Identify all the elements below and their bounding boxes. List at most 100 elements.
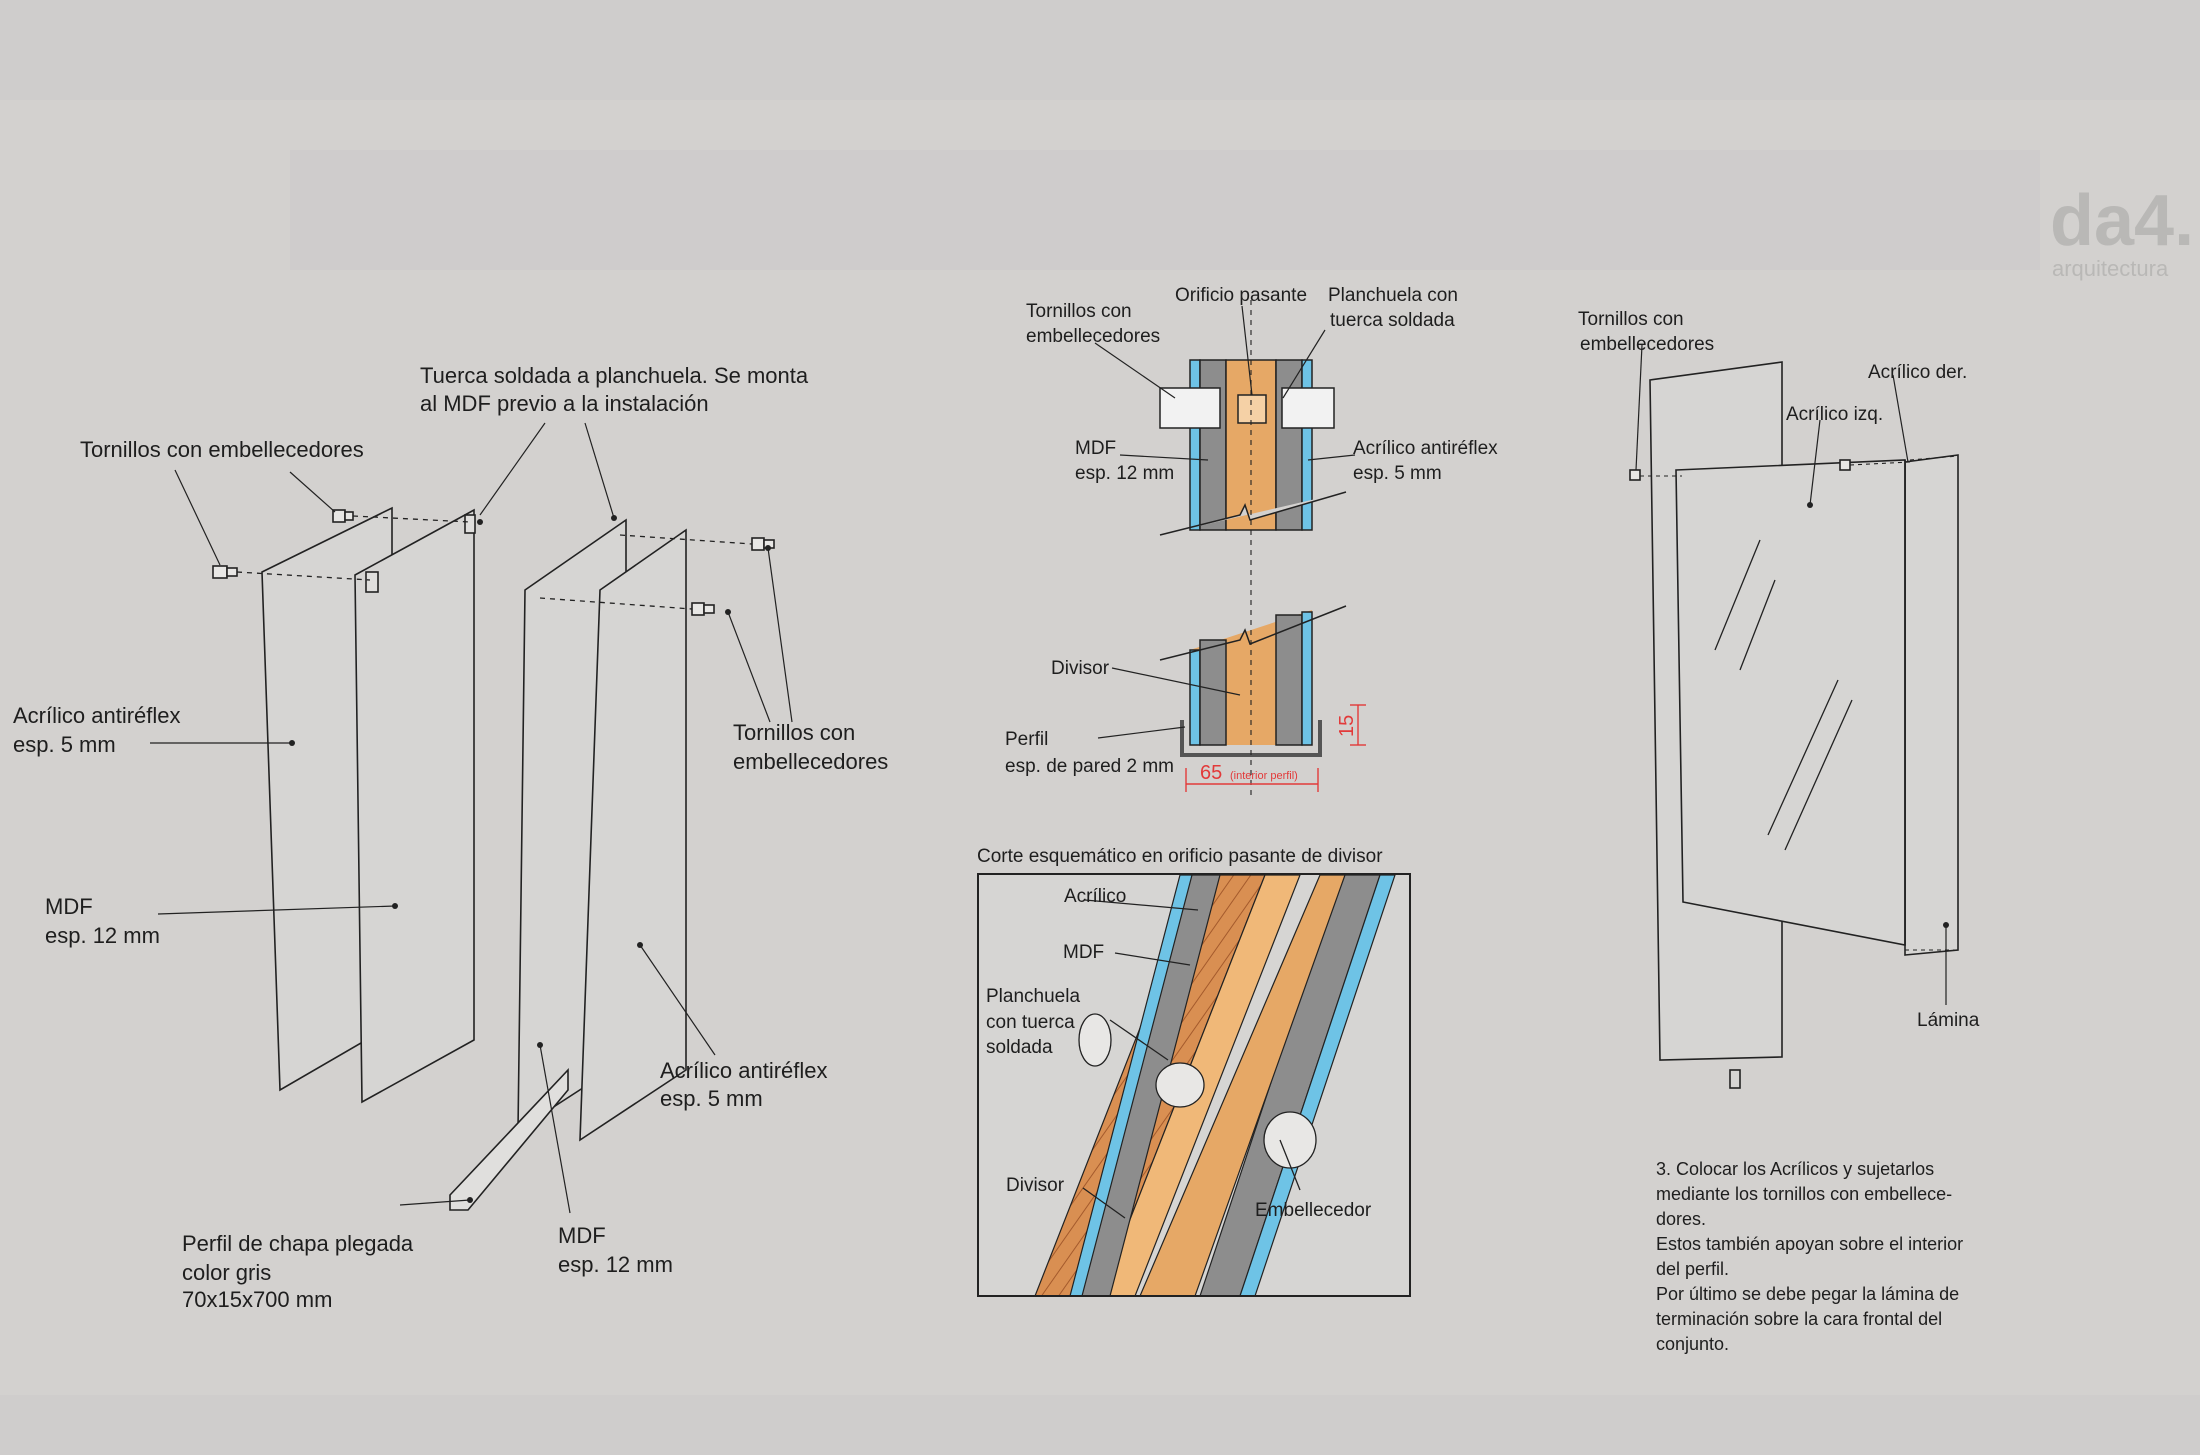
svg-text:Perfil de chapa plegada: Perfil de chapa plegada [182, 1231, 414, 1256]
dimension-width-note: (interior perfil) [1230, 770, 1298, 782]
svg-text:esp. 5 mm: esp. 5 mm [13, 732, 116, 757]
mdf-left-line2: esp. 12 mm [45, 923, 160, 948]
svg-text:mediante los tornillos con emb: mediante los tornillos con embellece- [1656, 1184, 1952, 1204]
step-instructions: 3. Colocar los Acrílicos y sujetarlos me… [1656, 1159, 1963, 1354]
screws-right-line2: embellecedores [733, 749, 888, 774]
detail-cap-label: Embellecedor [1255, 1200, 1372, 1221]
svg-text:65: 65 [1200, 762, 1222, 784]
exploded-view-labels: Tuerca soldada a planchuela. Se monta al… [13, 363, 888, 1312]
svg-text:Perfil: Perfil [1005, 729, 1048, 750]
svg-text:Orificio pasante: Orificio pasante [1175, 285, 1307, 306]
nut-note-line2: al MDF previo a la instalación [420, 391, 709, 416]
svg-text:esp. de pared 2 mm: esp. de pared 2 mm [1005, 756, 1174, 777]
svg-text:conjunto.: conjunto. [1656, 1334, 1729, 1354]
svg-text:Acrílico antiréflex: Acrílico antiréflex [660, 1058, 828, 1083]
section-screws-line2: embellecedores [1026, 326, 1160, 347]
profile-line1: Perfil de chapa plegada [182, 1231, 414, 1256]
svg-text:70x15x700 mm: 70x15x700 mm [182, 1287, 332, 1312]
svg-text:Tornillos con embellecedores: Tornillos con embellecedores [80, 437, 364, 462]
svg-text:Planchuela: Planchuela [986, 986, 1080, 1007]
svg-text:soldada: soldada [986, 1037, 1053, 1058]
section-hole-label: Orificio pasante [1175, 285, 1307, 306]
svg-text:con tuerca: con tuerca [986, 1012, 1075, 1033]
svg-text:embellecedores: embellecedores [1580, 334, 1714, 355]
exploded-view [150, 422, 793, 1214]
step-line-6: Por último se debe pegar la lámina de [1656, 1284, 1959, 1304]
svg-text:Acrílico antiréflex: Acrílico antiréflex [1353, 438, 1498, 459]
svg-text:Divisor: Divisor [1051, 658, 1110, 679]
svg-text:Tornillos con: Tornillos con [1578, 309, 1684, 330]
mdf-bottom-line1: MDF [558, 1223, 606, 1248]
svg-text:MDF: MDF [1063, 942, 1104, 963]
svg-text:tuerca soldada: tuerca soldada [1330, 310, 1455, 331]
screws-left-label: Tornillos con embellecedores [80, 437, 364, 462]
section-screws-line1: Tornillos con [1026, 301, 1132, 322]
svg-text:esp. 12 mm: esp. 12 mm [1075, 463, 1174, 484]
right-sheet-label: Lámina [1917, 1010, 1980, 1031]
section-profile-line1: Perfil [1005, 729, 1048, 750]
mdf-left-line1: MDF [45, 894, 93, 919]
detail-divider-label: Divisor [1006, 1175, 1065, 1196]
profile-line2: color gris [182, 1260, 271, 1285]
svg-text:al MDF previo a la instalación: al MDF previo a la instalación [420, 391, 709, 416]
detail-plate-line1: Planchuela [986, 986, 1080, 1007]
section-mdf-line1: MDF [1075, 438, 1116, 459]
svg-text:3. Colocar los Acrílicos y suj: 3. Colocar los Acrílicos y sujetarlos [1656, 1159, 1934, 1179]
svg-text:Por último se debe pegar la lá: Por último se debe pegar la lámina de [1656, 1284, 1959, 1304]
detail-plate-line3: soldada [986, 1037, 1053, 1058]
svg-text:embellecedores: embellecedores [1026, 326, 1160, 347]
right-acrylic-right-label: Acrílico der. [1868, 362, 1967, 383]
svg-text:Acrílico der.: Acrílico der. [1868, 362, 1967, 383]
svg-text:Acrílico izq.: Acrílico izq. [1786, 404, 1883, 425]
right-acrylic-left-label: Acrílico izq. [1786, 404, 1883, 425]
right-screws-line1: Tornillos con [1578, 309, 1684, 330]
svg-text:MDF: MDF [1075, 438, 1116, 459]
section-mdf-line2: esp. 12 mm [1075, 463, 1174, 484]
step-line-3: dores. [1656, 1209, 1706, 1229]
detail-box: Acrílico MDF Planchuela con tuerca solda… [977, 873, 1411, 1297]
dimension-width: 65 [1200, 762, 1222, 784]
svg-text:embellecedores: embellecedores [733, 749, 888, 774]
svg-text:esp. 12 mm: esp. 12 mm [45, 923, 160, 948]
acrylic-left-assembled [1675, 459, 1906, 946]
acrylic-right-assembled [1904, 454, 1959, 956]
right-screws-line2: embellecedores [1580, 334, 1714, 355]
svg-text:Estos también apoyan sobre el: Estos también apoyan sobre el interior [1656, 1234, 1963, 1254]
dimension-height: 15 [1336, 715, 1358, 737]
detail-title: Corte esquemático en orificio pasante de… [977, 846, 1383, 867]
step-line-2: mediante los tornillos con embellece- [1656, 1184, 1952, 1204]
acrylic-left-line2: esp. 5 mm [13, 732, 116, 757]
acrylic-right-line1: Acrílico antiréflex [660, 1058, 828, 1083]
mdf-bottom-line2: esp. 12 mm [558, 1252, 673, 1277]
svg-text:Tuerca soldada a planchuela. S: Tuerca soldada a planchuela. Se monta [420, 363, 809, 388]
svg-text:Tornillos con: Tornillos con [1026, 301, 1132, 322]
mdf-left-panel [354, 508, 475, 1104]
assembled-view [1629, 344, 1959, 1089]
svg-text:(interior perfil): (interior perfil) [1230, 770, 1298, 782]
section-acrylic-line1: Acrílico antiréflex [1353, 438, 1498, 459]
svg-text:Acrílico: Acrílico [1064, 886, 1126, 907]
svg-text:15: 15 [1336, 715, 1358, 737]
step-line-1: 3. Colocar los Acrílicos y sujetarlos [1656, 1159, 1934, 1179]
acrylic-right-panel [579, 528, 687, 1142]
detail-acrylic-label: Acrílico [1064, 886, 1126, 907]
svg-text:Acrílico antiréflex: Acrílico antiréflex [13, 703, 181, 728]
step-line-8: conjunto. [1656, 1334, 1729, 1354]
acrylic-left-line1: Acrílico antiréflex [13, 703, 181, 728]
logo-mark: da4. [2050, 181, 2194, 261]
acrylic-right-line2: esp. 5 mm [660, 1086, 763, 1111]
section-acrylic-line2: esp. 5 mm [1353, 463, 1442, 484]
svg-text:Planchuela con: Planchuela con [1328, 285, 1458, 306]
screws-right-line1: Tornillos con [733, 720, 855, 745]
svg-text:Lámina: Lámina [1917, 1010, 1980, 1031]
logo: da4. arquitectura [2050, 181, 2194, 281]
section-labels: Tornillos con embellecedores Orificio pa… [1005, 285, 1498, 784]
svg-text:esp. 5 mm: esp. 5 mm [1353, 463, 1442, 484]
step-line-4: Estos también apoyan sobre el interior [1656, 1234, 1963, 1254]
svg-text:Embellecedor: Embellecedor [1255, 1200, 1372, 1221]
section-plate-line1: Planchuela con [1328, 285, 1458, 306]
svg-text:Tornillos con: Tornillos con [733, 720, 855, 745]
svg-text:esp. 5 mm: esp. 5 mm [660, 1086, 763, 1111]
svg-text:MDF: MDF [45, 894, 93, 919]
